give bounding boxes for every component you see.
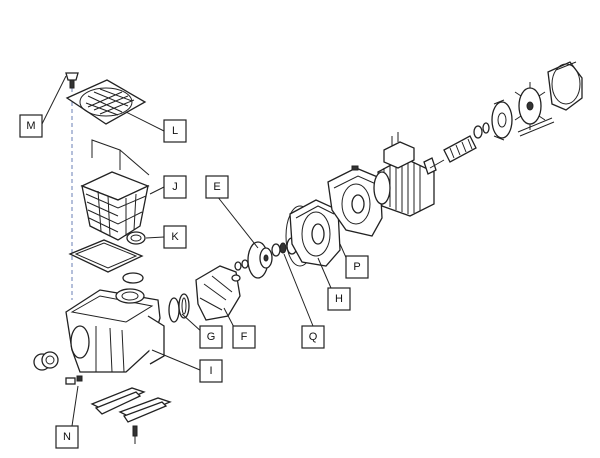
seal-plate-part: [289, 199, 341, 267]
label-P: P: [345, 255, 369, 279]
label-H: H: [327, 287, 351, 311]
motor-bracket-part: [327, 165, 383, 237]
diffuser-part: [195, 265, 241, 321]
label-L: L: [163, 119, 187, 143]
label-N-text: N: [63, 431, 71, 443]
label-M: M: [19, 114, 43, 138]
label-E: E: [205, 175, 229, 199]
strainer-basket-part: [80, 139, 150, 241]
lid-o-ring-part: [126, 231, 146, 245]
label-M-text: M: [26, 120, 35, 132]
impeller-part: [247, 241, 273, 279]
square-gasket-part: [68, 239, 144, 273]
label-J-text: J: [172, 181, 178, 193]
fan-cover-part: [547, 61, 583, 111]
strainer-lid-part: [65, 79, 147, 125]
label-I: I: [199, 359, 223, 383]
label-I-text: I: [209, 365, 212, 377]
label-H-text: H: [335, 293, 343, 305]
label-L-text: L: [172, 125, 178, 137]
base-mount-part: [90, 387, 172, 444]
label-P-text: P: [353, 261, 360, 273]
label-Q: Q: [301, 325, 325, 349]
label-K: K: [163, 225, 187, 249]
cooling-fan-part: [514, 82, 546, 130]
label-F-text: F: [241, 331, 248, 343]
inlet-union-part: [33, 351, 59, 371]
seal-ring-part: [122, 272, 144, 284]
label-F: F: [232, 325, 256, 349]
housing-o-rings-part: [168, 293, 190, 323]
rear-end-bell-part: [491, 99, 513, 141]
drain-plug-part: [65, 375, 83, 385]
label-E-text: E: [213, 181, 220, 193]
lid-knob-part: [65, 72, 79, 89]
label-G: G: [199, 325, 223, 349]
motor-rotor-part: [429, 122, 490, 169]
pump-housing-part: [65, 288, 165, 373]
label-J: J: [163, 175, 187, 199]
impeller-hardware-part: [234, 259, 249, 271]
label-K-text: K: [171, 231, 179, 243]
label-G-text: G: [207, 331, 216, 343]
tie-rods-part: [517, 117, 555, 137]
label-N: N: [55, 425, 79, 449]
label-Q-text: Q: [309, 331, 318, 343]
motor-body-part: [373, 132, 437, 217]
leader-lines: [41, 75, 349, 427]
